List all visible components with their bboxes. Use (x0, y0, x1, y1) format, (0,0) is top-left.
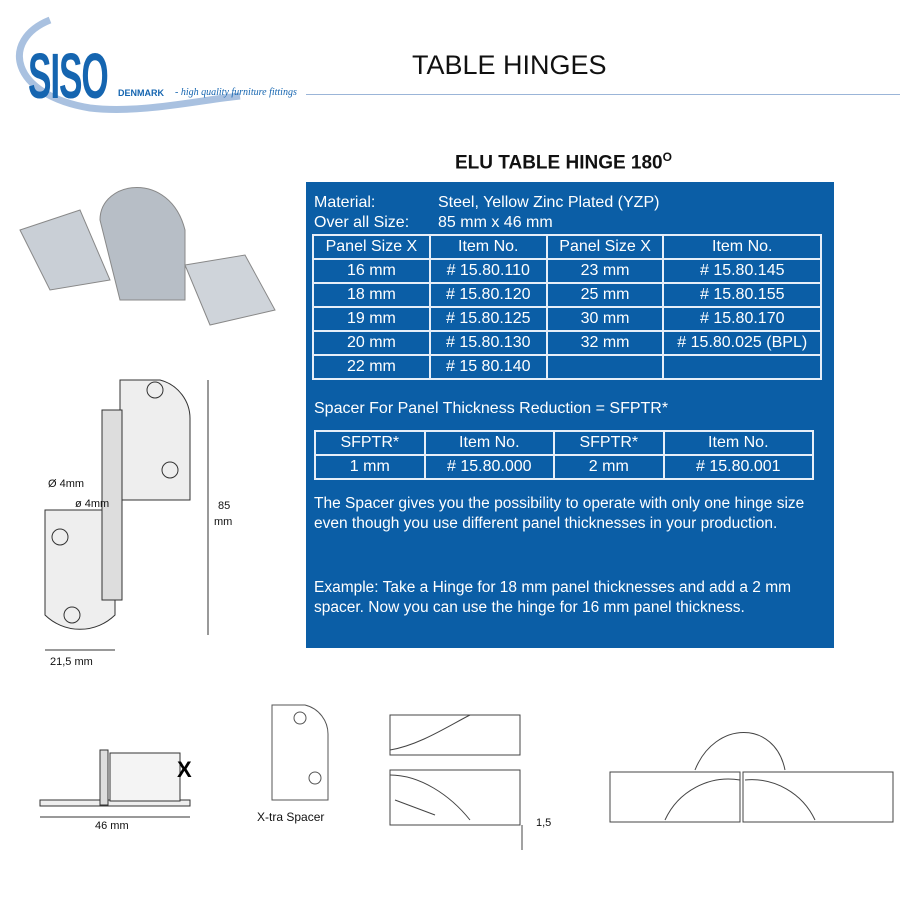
size-value: 85 mm x 46 mm (438, 214, 553, 231)
table-cell: 19 mm (312, 306, 431, 332)
table-cell: # 15.80.145 (662, 258, 822, 284)
hole-diameter-1: Ø 4mm (48, 478, 85, 490)
logo-brand: SISO (28, 40, 109, 112)
spacer-table: SFPTR*Item No.SFPTR*Item No.1 mm# 15.80.… (314, 430, 815, 480)
table-cell: 23 mm (545, 258, 665, 284)
table-cell: 18 mm (312, 282, 431, 308)
table-cell: # 15.80.001 (662, 454, 815, 480)
width-dim: 21,5 mm (50, 656, 93, 668)
logo-swoosh (16, 16, 241, 113)
panel-size-x-label: X (177, 757, 192, 782)
logo-country: DENMARK (118, 88, 164, 98)
height-unit: mm (214, 516, 233, 528)
hole-diameter-2: ø 4mm (75, 498, 110, 510)
table-cell: # 15 80.140 (428, 354, 548, 380)
table-cell: # 15.80.120 (428, 282, 548, 308)
open-table-drawing (609, 732, 894, 823)
spec-panel: Material: Steel, Yellow Zinc Plated (YZP… (306, 182, 834, 648)
example: Example: Take a Hinge for 18 mm panel th… (314, 579, 792, 616)
size-label: Over all Size: (314, 214, 410, 231)
spacer-label: X-tra Spacer (257, 810, 325, 824)
degree-mark: O (662, 150, 672, 164)
spacer-heading: Spacer For Panel Thickness Reduction = S… (314, 400, 669, 417)
table-row: 22 mm# 15 80.140 (312, 354, 822, 380)
material-value: Steel, Yellow Zinc Plated (YZP) (438, 194, 660, 211)
table-cell: 1 mm (314, 454, 426, 480)
logo-tagline: - high quality furniture fittings (175, 87, 297, 98)
table-cell: 20 mm (312, 330, 431, 356)
hinge-photo (19, 187, 276, 326)
depth-dim: 46 mm (95, 820, 129, 832)
product-title-text: ELU TABLE HINGE 180 (455, 152, 663, 174)
table-cell: # 15.80.155 (662, 282, 822, 308)
height-dim: 85 (218, 500, 231, 512)
table-cell (545, 354, 665, 380)
table-cell: SFPTR* (553, 430, 665, 456)
table-cell: # 15.80.025 (BPL) (662, 330, 822, 356)
table-cell: 2 mm (553, 454, 665, 480)
table-cell: # 15.80.130 (428, 330, 548, 356)
logo: SISO DENMARK - high quality furniture fi… (0, 0, 320, 120)
table-cell: Panel Size X (312, 234, 431, 260)
table-cell: Panel Size X (545, 234, 665, 260)
table-cell: 16 mm (312, 258, 431, 284)
page-title: TABLE HINGES (412, 50, 607, 80)
spacer-drawing (271, 704, 329, 801)
table-cell: Item No. (662, 234, 822, 260)
table-cell: Item No. (423, 430, 556, 456)
offset-dim: 1,5 (536, 817, 552, 829)
description: The Spacer gives you the possibility to … (314, 495, 805, 532)
table-cell: 30 mm (545, 306, 665, 332)
table-cell: # 15.80.125 (428, 306, 548, 332)
product-title: ELU TABLE HINGE 180O (455, 150, 672, 174)
table-header: SFPTR*Item No.SFPTR*Item No. (314, 430, 815, 456)
table-cell: Item No. (428, 234, 548, 260)
hinge-side-drawing (39, 749, 191, 818)
hinge-front-drawing (44, 379, 209, 651)
installation-drawing (389, 714, 523, 850)
table-cell: 22 mm (312, 354, 431, 380)
table-cell: 32 mm (545, 330, 665, 356)
table-cell: # 15.80.170 (662, 306, 822, 332)
table-cell: Item No. (662, 430, 815, 456)
table-cell: # 15.80.000 (423, 454, 556, 480)
table-cell: # 15.80.110 (428, 258, 548, 284)
header-divider (306, 94, 900, 95)
material-label: Material: (314, 194, 376, 211)
table-cell: 25 mm (545, 282, 665, 308)
table-cell (662, 354, 822, 380)
table-cell: SFPTR* (314, 430, 426, 456)
